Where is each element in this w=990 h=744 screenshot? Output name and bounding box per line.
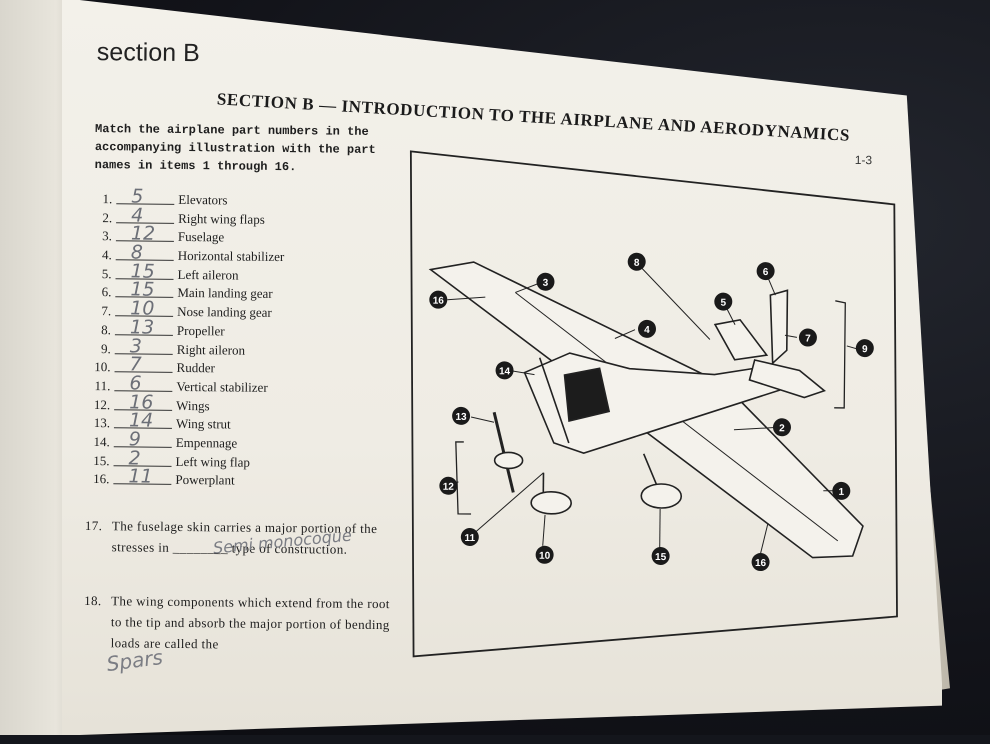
part-name: Left aileron (177, 267, 238, 284)
question-17: 17. The fuselage skin carries a major po… (85, 515, 395, 518)
main-wheel (641, 484, 681, 508)
callout-number: 2 (779, 423, 785, 434)
handwritten-title: section B (97, 38, 200, 68)
airplane-illustration (428, 262, 866, 559)
item-number: 14. (84, 434, 110, 450)
part-name: Propeller (177, 323, 225, 339)
empennage-bracket (834, 301, 845, 408)
callout-number: 3 (543, 278, 549, 289)
part-name: Powerplant (175, 472, 234, 489)
answer-blank (114, 446, 172, 448)
item-number: 10. (84, 359, 110, 375)
question-number: 17. (85, 515, 103, 536)
part-name: Fuselage (178, 229, 224, 245)
callout-number: 1 (838, 487, 844, 498)
item-number: 4. (86, 247, 112, 263)
answer-blank (115, 353, 173, 355)
part-name: Rudder (176, 360, 214, 376)
part-name: Nose landing gear (177, 304, 272, 321)
callout-number: 16 (433, 296, 445, 307)
powerplant-bracket (455, 442, 472, 514)
item-number: 16. (83, 471, 109, 487)
instructions: Match the airplane part numbers in the a… (95, 120, 396, 177)
callout-number: 6 (763, 267, 769, 278)
part-name: Wing strut (176, 416, 231, 433)
part-name: Wings (176, 397, 210, 413)
item-number: 13. (84, 415, 110, 431)
callout-number: 13 (455, 412, 467, 423)
question-18: 18. The wing components which extend fro… (84, 590, 394, 593)
item-number: 5. (85, 266, 111, 282)
item-number: 8. (85, 322, 111, 338)
part-name: Right aileron (177, 341, 245, 358)
question-number: 18. (84, 590, 102, 611)
item-number: 6. (85, 284, 111, 300)
part-name: Main landing gear (177, 285, 272, 302)
callout-number: 8 (634, 258, 640, 269)
item-number: 11. (84, 378, 110, 394)
spinner-shape (495, 452, 523, 468)
answer-blank (116, 203, 174, 205)
part-name: Vertical stabilizer (176, 379, 267, 396)
callout-number: 11 (464, 533, 475, 544)
part-name: Right wing flaps (178, 211, 265, 228)
answer-blank (115, 371, 173, 373)
item-number: 2. (86, 210, 112, 226)
callout-number: 14 (499, 366, 511, 377)
item-number: 1. (86, 191, 112, 207)
part-name: Horizontal stabilizer (178, 248, 285, 265)
item-number: 12. (84, 397, 110, 413)
item-number: 3. (86, 228, 112, 244)
callout-number: 15 (655, 552, 667, 563)
part-name: Elevators (178, 192, 227, 209)
callout-number: 16 (755, 558, 767, 569)
item-number: 15. (84, 453, 110, 469)
handwritten-answer: 11 (128, 466, 152, 488)
part-name: Left wing flap (176, 454, 251, 471)
callout-number: 5 (720, 298, 726, 309)
right-horizontal-stabilizer-shape (715, 320, 767, 361)
callout-number: 4 (644, 325, 650, 336)
callout-number: 7 (805, 334, 811, 345)
callout-number: 12 (443, 482, 455, 493)
part-name: Empennage (176, 435, 238, 452)
nose-wheel (531, 492, 571, 514)
callout-number: 10 (539, 551, 551, 562)
item-number: 7. (85, 303, 111, 319)
item-number: 9. (85, 340, 111, 356)
callout-number: 9 (862, 344, 868, 355)
vertical-stabilizer-shape (770, 290, 788, 363)
